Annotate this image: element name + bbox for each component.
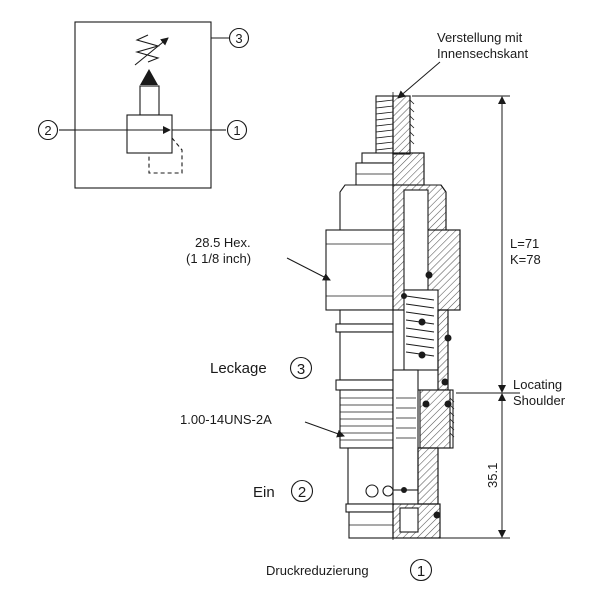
o-ring-groove-1 <box>335 323 394 333</box>
hex-label-line1: 28.5 Hex. <box>195 235 251 250</box>
adjustment-label-line1: Verstellung mit <box>437 30 523 45</box>
length-label-line2: K=78 <box>510 252 541 267</box>
shank-mid <box>339 331 394 381</box>
screw-threads <box>375 99 394 151</box>
inlet-label: Ein <box>253 484 275 501</box>
pressure-reducing-port: 1 <box>417 563 425 580</box>
dimensions <box>412 95 510 539</box>
depth-label: 35.1 <box>485 463 500 488</box>
inlet-port: 2 <box>298 484 306 501</box>
adjustable-spring <box>134 34 161 63</box>
adjustment-leader <box>397 61 441 99</box>
schematic-port-1-circle <box>226 119 248 141</box>
adjustment-label-line2: Innensechskant <box>437 46 528 61</box>
schematic-port-3: 3 <box>235 31 242 46</box>
schematic-port-2-circle <box>37 119 59 141</box>
adjust-arrow <box>134 37 169 66</box>
thread-lines <box>340 397 393 441</box>
shoulder-label-line2: Shoulder <box>513 393 566 408</box>
thread-leader <box>304 421 345 438</box>
shoulder-label-line1: Locating <box>513 377 562 392</box>
leakage-label: Leckage <box>210 360 267 377</box>
pilot-triangle <box>140 69 158 85</box>
schematic-port-2: 2 <box>44 123 51 138</box>
length-label-line1: L=71 <box>510 236 539 251</box>
hydraulic-schematic <box>59 21 229 189</box>
inlet-port-hole <box>365 484 379 498</box>
hex-body <box>325 229 394 311</box>
bottom-groove <box>345 503 394 513</box>
inner-bore <box>403 189 429 291</box>
leakage-port-circle <box>289 356 313 380</box>
thread-label: 1.00-14UNS-2A <box>180 412 272 427</box>
lock-nut <box>361 152 394 164</box>
leakage-port: 3 <box>297 361 305 378</box>
pilot-line <box>148 137 183 174</box>
pressure-reducing-label: Druckreduzierung <box>266 563 369 578</box>
pilot-piston <box>139 85 160 116</box>
inlet-port-circle <box>290 479 314 503</box>
valve-block <box>126 114 173 154</box>
seals <box>401 271 452 519</box>
schematic-port-1: 1 <box>233 123 240 138</box>
spool <box>392 369 419 491</box>
shank-upper <box>339 309 394 325</box>
hex-label-line2: (1 1/8 inch) <box>186 251 251 266</box>
pressure-reducing-port-circle <box>409 558 433 582</box>
schematic-port-3-circle <box>228 27 250 49</box>
o-ring-groove-2 <box>335 379 394 391</box>
cartridge-valve <box>325 92 461 540</box>
hex-leader <box>286 257 331 281</box>
leader-lines <box>286 61 520 438</box>
upper-body <box>339 184 394 231</box>
